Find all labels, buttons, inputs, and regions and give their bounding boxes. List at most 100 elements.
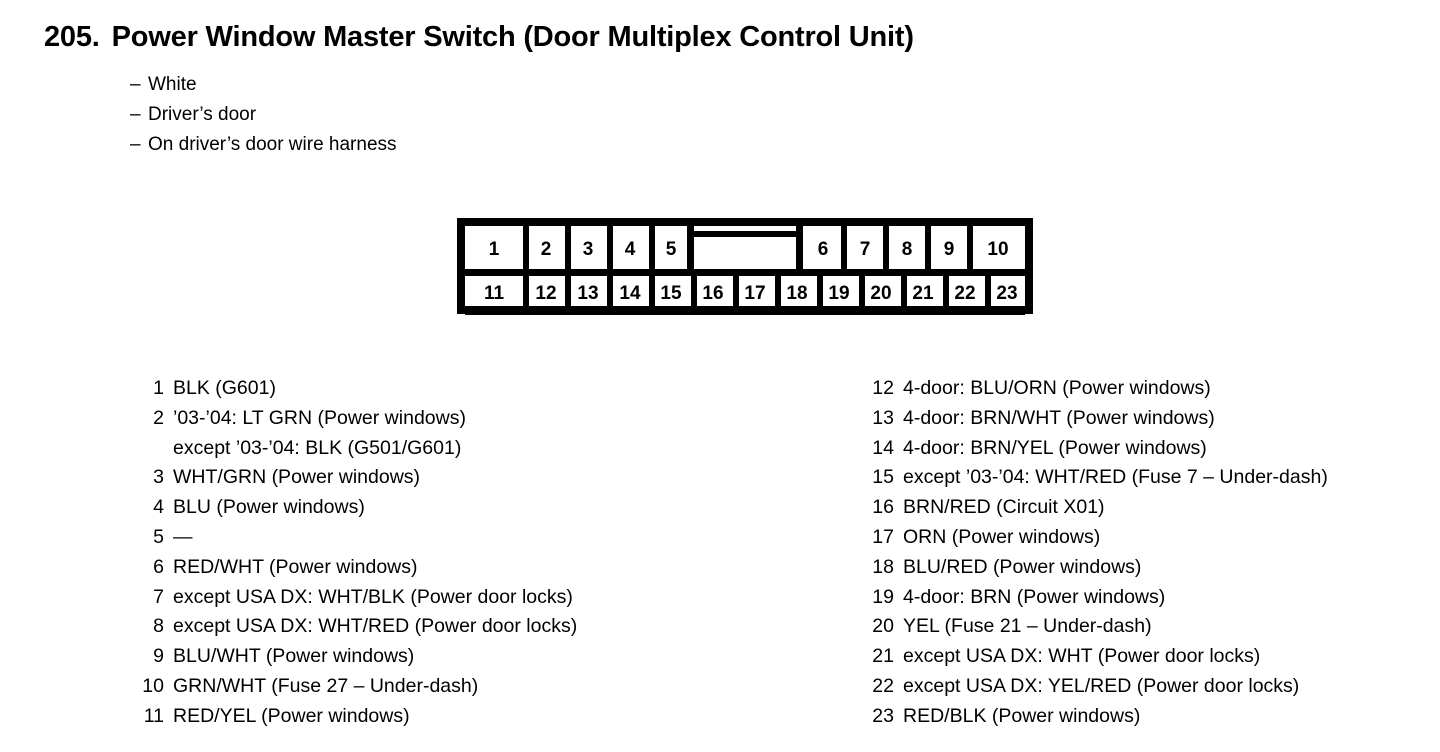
pin-legend-number: 8 <box>153 615 164 638</box>
pin-legend-description: YEL (Fuse 21 – Under-dash) <box>903 615 1152 638</box>
pin-legend-description: BLK (G601) <box>173 377 276 399</box>
pin-label-9: 9 <box>944 239 955 260</box>
pin-label-10: 10 <box>987 239 1008 260</box>
connector-svg: 1 2 3 4 5 6 7 8 9 10 <box>457 218 1033 315</box>
pin-legend-number: 19 <box>872 585 894 608</box>
pin-legend-description: RED/WHT (Power windows) <box>173 555 418 578</box>
pin-legend-description: except USA DX: WHT/BLK (Power door locks… <box>173 585 573 608</box>
pin-label-12: 12 <box>535 283 556 304</box>
spec-item: –Driver’s door <box>130 100 397 130</box>
spec-dash-icon: – <box>130 134 141 155</box>
pin-legend-description: BLU/WHT (Power windows) <box>173 645 415 668</box>
pin-row-top-left: 1 2 3 4 5 <box>465 226 687 269</box>
pin-legend-number: 10 <box>142 674 164 697</box>
pin-legend-number: 15 <box>872 466 894 489</box>
pin-label-6: 6 <box>818 239 829 260</box>
pin-legend-row: 1 BLK (G601) <box>138 374 577 404</box>
pin-legend-row: 6 RED/WHT (Power windows) <box>138 553 577 583</box>
pin-row-bottom: 11 12 13 14 15 16 17 18 19 20 21 22 23 <box>465 276 1025 306</box>
pin-label-19: 19 <box>828 283 849 304</box>
pin-legend-row: 16 BRN/RED (Circuit X01) <box>868 493 1328 523</box>
pin-label-7: 7 <box>860 239 871 260</box>
pin-legend-number: 7 <box>153 585 164 608</box>
pin-label-3: 3 <box>583 239 594 260</box>
section-number: 205. <box>44 21 100 53</box>
pin-label-11: 11 <box>484 283 505 304</box>
pin-legend-number: 2 <box>153 406 164 429</box>
pin-legend-number: 13 <box>872 406 894 429</box>
pin-legend-number: 5 <box>153 525 164 548</box>
pin-legend-description: 4-door: BRN/WHT (Power windows) <box>903 406 1215 429</box>
pin-legend-number: 3 <box>153 466 164 489</box>
pin-legend-description: BLU/RED (Power windows) <box>903 555 1142 578</box>
pin-label-21: 21 <box>912 283 934 304</box>
pin-legend-description: 4-door: BLU/ORN (Power windows) <box>903 377 1211 399</box>
pin-legend-right: 12 4-door: BLU/ORN (Power windows) 13 4-doo… <box>868 374 1328 732</box>
pin-legend-description: GRN/WHT (Fuse 27 – Under-dash) <box>173 674 479 697</box>
pin-legend-row: 14 4-door: BRN/YEL (Power windows) <box>868 434 1328 464</box>
pin-legend-row: 19 4-door: BRN (Power windows) <box>868 583 1328 613</box>
spec-item: –On driver’s door wire harness <box>130 130 397 160</box>
pin-label-20: 20 <box>870 283 891 304</box>
pin-legend-number: 9 <box>153 645 164 668</box>
pin-legend-number: 4 <box>153 496 164 519</box>
spec-item: –White <box>130 70 397 100</box>
pin-legend-description: ’03-’04: LT GRN (Power windows) <box>173 406 466 429</box>
pin-legend-number: 17 <box>872 525 894 548</box>
pin-legend-description: RED/YEL (Power windows) <box>173 704 410 727</box>
pin-label-8: 8 <box>902 239 913 260</box>
pin-label-22: 22 <box>954 283 975 304</box>
pin-legend-number: 20 <box>872 615 894 638</box>
pin-legend-row: 13 4-door: BRN/WHT (Power windows) <box>868 404 1328 434</box>
pin-legend-description: except USA DX: YEL/RED (Power door locks… <box>903 674 1300 697</box>
pin-label-18: 18 <box>786 283 807 304</box>
pin-label-15: 15 <box>660 283 682 304</box>
pin-legend-continuation: except ’03-’04: BLK (G501/G601) <box>173 436 462 459</box>
pin-legend-description: BRN/RED (Circuit X01) <box>903 496 1105 519</box>
pin-legend-row: 9 BLU/WHT (Power windows) <box>138 642 577 672</box>
pin-legend-number: 18 <box>872 555 894 578</box>
pin-legend-number: 6 <box>153 555 164 578</box>
pin-label-17: 17 <box>744 283 765 304</box>
pin-label-16: 16 <box>702 283 723 304</box>
connector-diagram: 1 2 3 4 5 6 7 8 9 10 <box>455 207 1035 325</box>
row-divider <box>465 269 1025 276</box>
pin-label-13: 13 <box>577 283 598 304</box>
pin-legend-number: 16 <box>872 496 894 519</box>
pin-legend-row: 11 RED/YEL (Power windows) <box>138 702 577 732</box>
pin-legend-description: 4-door: BRN/YEL (Power windows) <box>903 436 1207 459</box>
pin-legend-description: — <box>173 525 193 548</box>
spec-list: –White–Driver’s door–On driver’s door wi… <box>130 70 397 160</box>
pin-legend-description: except ’03-’04: WHT/RED (Fuse 7 – Under-… <box>903 466 1328 489</box>
pin-legend-row: 10 GRN/WHT (Fuse 27 – Under-dash) <box>138 672 577 702</box>
keyway-notch <box>687 218 803 269</box>
spec-item-label: White <box>148 74 197 95</box>
pin-legend-row: 12 4-door: BLU/ORN (Power windows) <box>868 374 1328 404</box>
pin-legend-left: 1 BLK (G601) 2 ’03-’04: LT GRN (Power windo… <box>138 374 577 732</box>
pin-legend-row: 18 BLU/RED (Power windows) <box>868 553 1328 583</box>
pin-legend-number: 1 <box>153 377 164 399</box>
pin-legend-row: 4 BLU (Power windows) <box>138 493 577 523</box>
pin-label-23: 23 <box>996 283 1017 304</box>
pin-legend-description: BLU (Power windows) <box>173 496 365 519</box>
pin-legend-row: 15 except ’03-’04: WHT/RED (Fuse 7 – Unde… <box>868 463 1328 493</box>
pin-legend-number: 12 <box>872 377 894 399</box>
spec-dash-icon: – <box>130 104 141 125</box>
pin-label-4: 4 <box>625 239 636 260</box>
pin-legend-description: 4-door: BRN (Power windows) <box>903 585 1166 608</box>
pin-legend-description: WHT/GRN (Power windows) <box>173 466 421 489</box>
pin-legend-row: 2 ’03-’04: LT GRN (Power windows) <box>138 404 577 434</box>
pin-legend-number: 21 <box>872 645 894 668</box>
pin-legend-row: 20 YEL (Fuse 21 – Under-dash) <box>868 612 1328 642</box>
pin-legend-number: 11 <box>143 704 164 727</box>
spec-item-label: On driver’s door wire harness <box>148 134 397 155</box>
spec-dash-icon: – <box>130 74 141 95</box>
page-title-text: Power Window Master Switch (Door Multipl… <box>111 21 914 53</box>
pin-legend-number: 14 <box>872 436 894 459</box>
page-title: 205. Power Window Master Switch (Door Mul… <box>44 20 914 54</box>
